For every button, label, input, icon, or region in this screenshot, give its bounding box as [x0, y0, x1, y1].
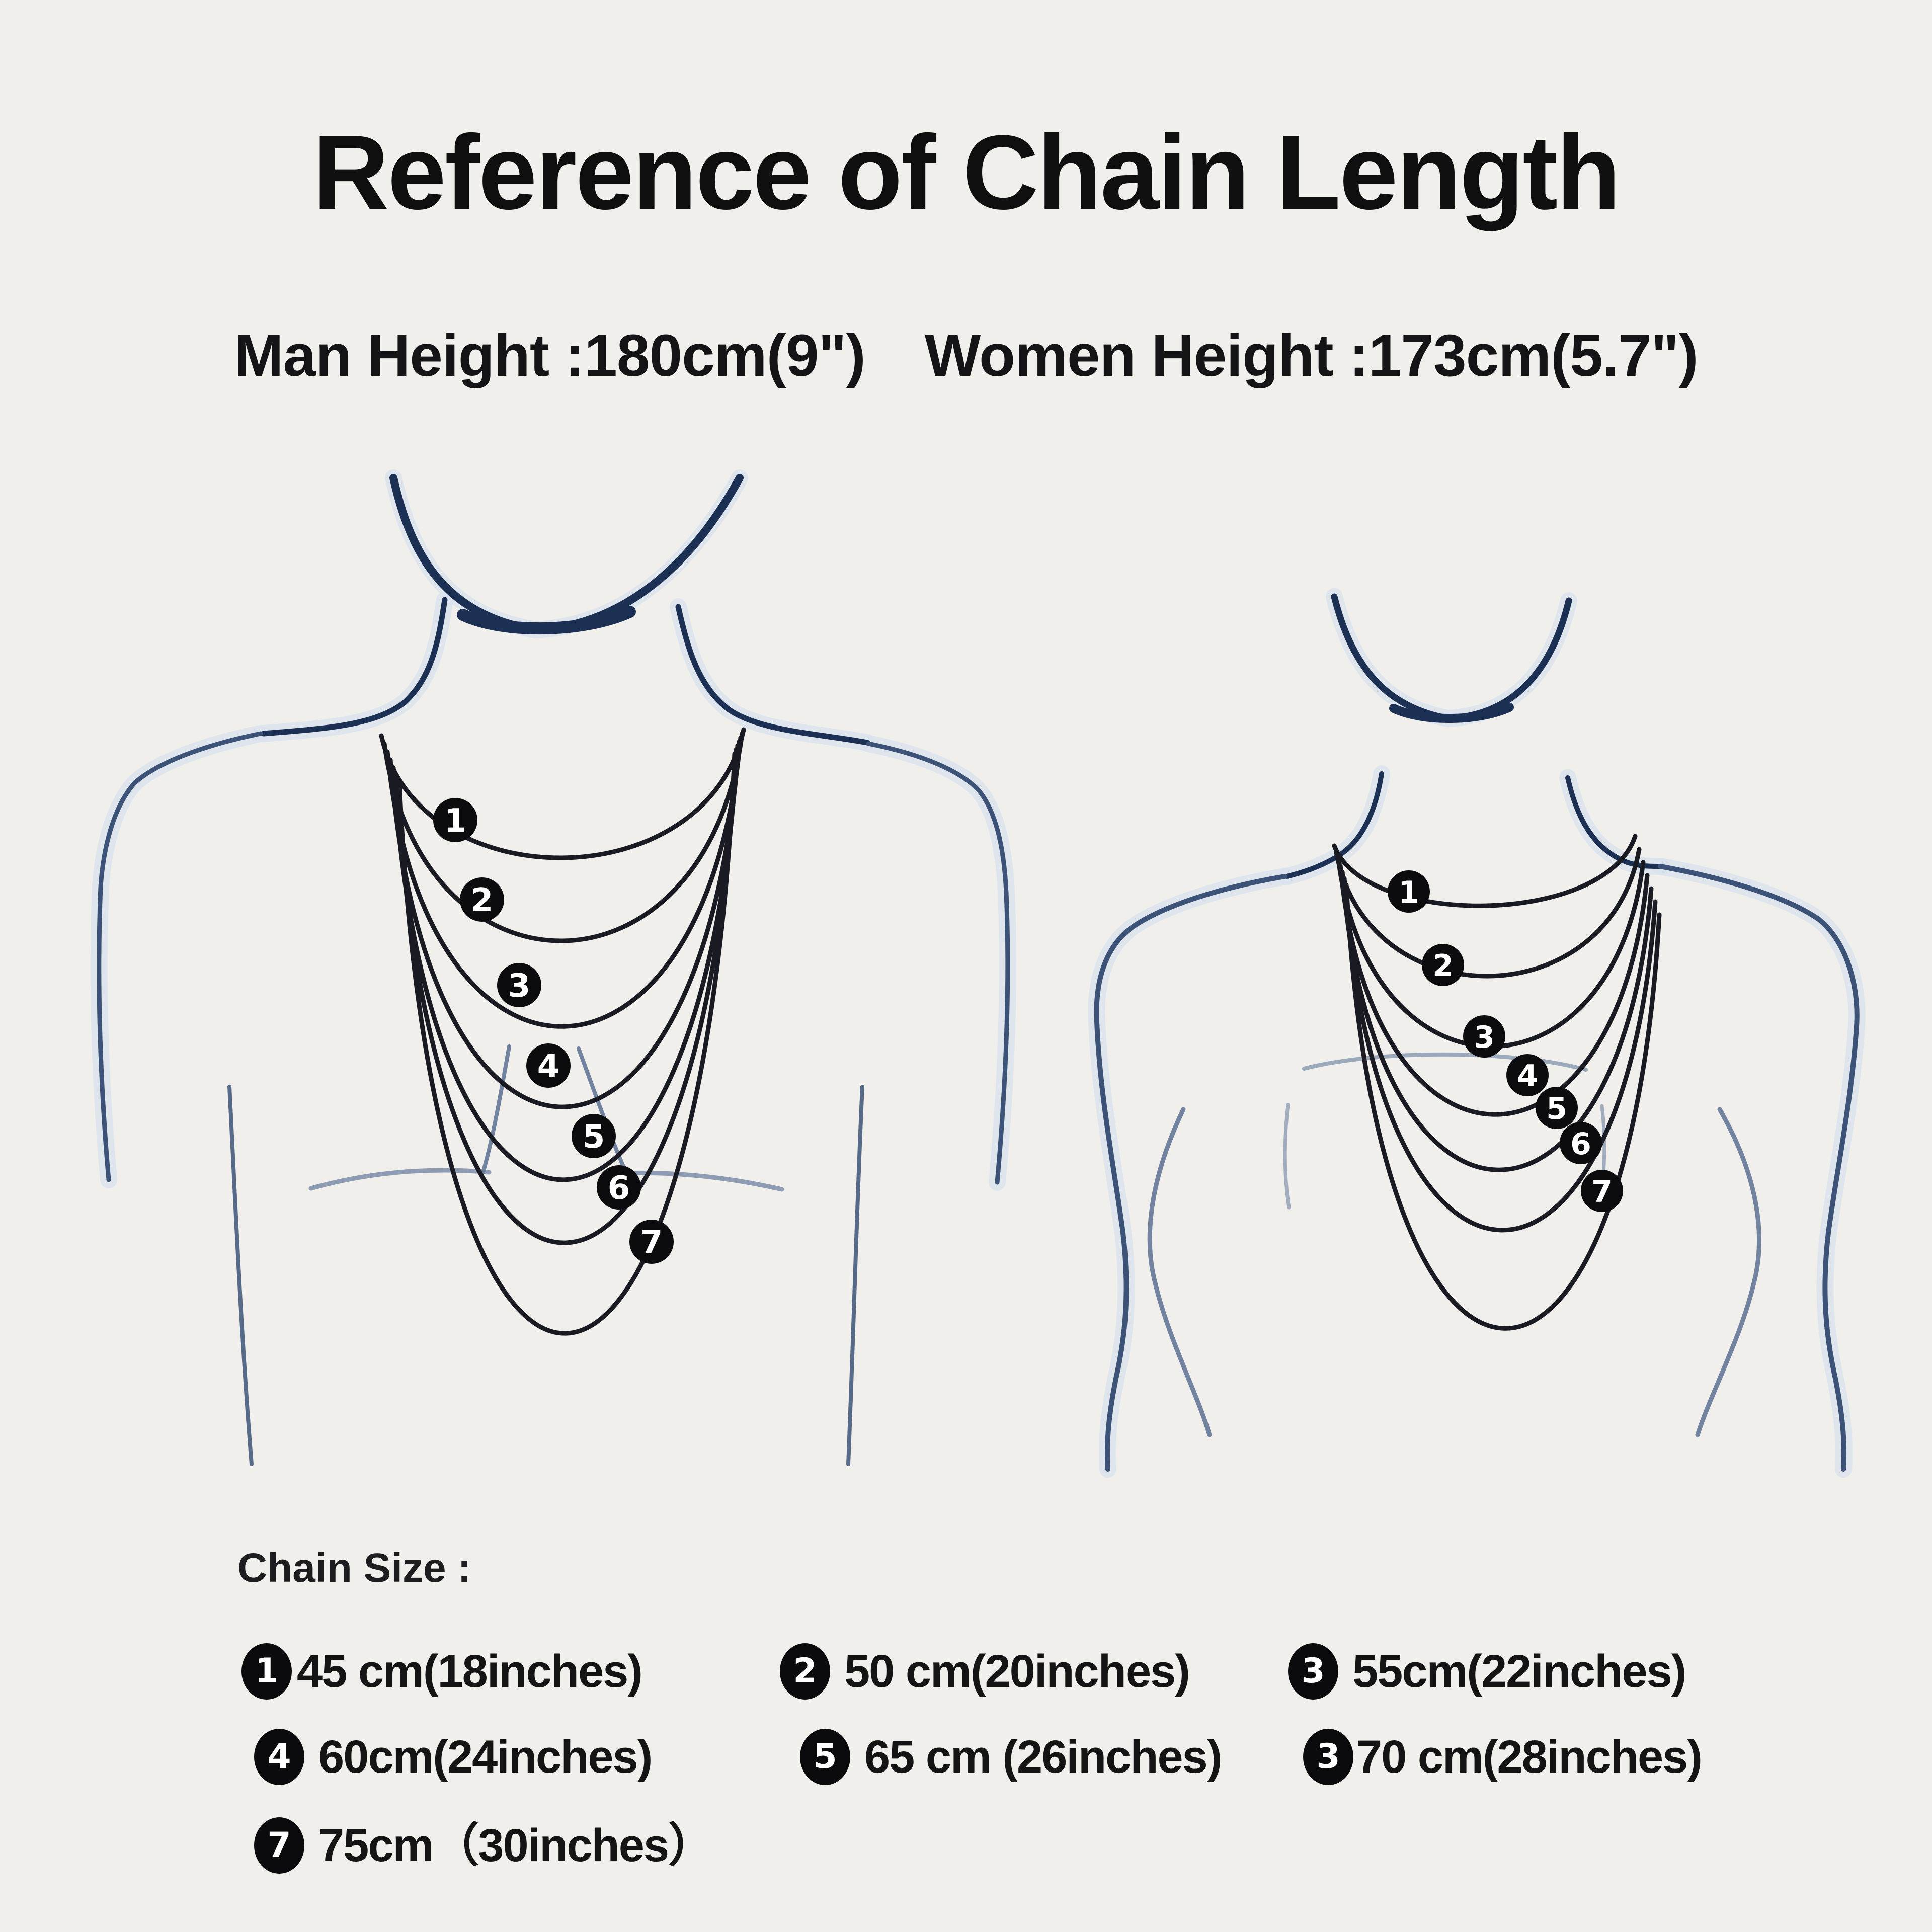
legend-badge-7: 7 [254, 1817, 304, 1874]
legend-label-65cm: 65 cm (26inches) [864, 1731, 1222, 1783]
legend-badge-6: 3 [1303, 1729, 1353, 1785]
woman-chin-line [1331, 593, 1572, 722]
woman-shoulder-arm-right [1658, 864, 1860, 1472]
man-shoulder-arm-left [97, 731, 263, 1182]
woman-figure: 1 2 3 4 5 6 7 [1088, 588, 1866, 1478]
man-chain-2 [382, 731, 745, 943]
legend-item-55cm: 3 55cm(22inches) [1288, 1643, 1686, 1700]
legend-item-45cm: 1 45 cm(18inches) [242, 1643, 643, 1700]
legend-label-50cm: 50 cm(20inches) [844, 1646, 1190, 1697]
man-chain-7 [397, 751, 737, 1336]
man-chain-badge-2: 2 [460, 877, 504, 922]
woman-chain-badge-5: 5 [1536, 1087, 1578, 1129]
legend-badge-4: 4 [254, 1729, 304, 1785]
man-chain-badge-7: 7 [629, 1220, 674, 1264]
svg-text:4: 4 [1517, 1059, 1538, 1094]
legend-label-45cm: 45 cm(18inches) [297, 1646, 643, 1697]
page-title: Reference of Chain Length [312, 113, 1621, 231]
woman-chain-badge-2: 2 [1422, 944, 1464, 986]
woman-chain-badge-6: 6 [1560, 1122, 1602, 1164]
woman-neck-left [1284, 771, 1384, 879]
man-armpit-right [846, 1085, 864, 1466]
legend-badge-2: 2 [780, 1643, 830, 1700]
man-chain-1 [379, 727, 746, 860]
man-chin-shadow [457, 606, 636, 635]
svg-text:2: 2 [1432, 948, 1454, 984]
svg-text:5: 5 [583, 1118, 605, 1156]
woman-waist-right [1695, 1107, 1761, 1437]
svg-text:5: 5 [1546, 1091, 1567, 1126]
man-neck-right [675, 604, 870, 746]
man-chest-line-right [620, 1170, 784, 1192]
svg-text:7: 7 [1591, 1174, 1613, 1210]
man-chain-badge-5: 5 [572, 1114, 616, 1158]
svg-text:3: 3 [508, 968, 531, 1005]
woman-chain-7 [1344, 882, 1662, 1331]
svg-text:7: 7 [640, 1224, 663, 1261]
man-chain-5 [391, 743, 740, 1182]
man-chain-badge-6: 6 [597, 1165, 641, 1210]
legend-item-60cm: 4 60cm(24inches) [254, 1729, 653, 1785]
svg-text:2: 2 [471, 882, 494, 919]
man-chain-6 [394, 747, 739, 1245]
svg-text:4: 4 [537, 1048, 560, 1085]
subtitle: Man Height :180cm(9") Women Height :173c… [0, 326, 1932, 385]
woman-chain-badge-4: 4 [1506, 1054, 1549, 1096]
woman-chain-badge-3: 3 [1463, 1015, 1505, 1058]
man-sternum-left [481, 1044, 511, 1174]
svg-text:6: 6 [1570, 1126, 1591, 1162]
woman-chain-2 [1334, 847, 1642, 979]
legend-item-75cm: 7 75cm（30inches） [254, 1817, 714, 1874]
subtitle-man-height: Man Height :180cm(9") [234, 323, 866, 389]
svg-text:6: 6 [608, 1170, 630, 1207]
woman-shoulder-arm-left [1094, 874, 1287, 1472]
man-figure: 1 2 3 4 5 6 7 [90, 469, 1016, 1466]
legend-item-65cm: 5 65 cm (26inches) [800, 1729, 1222, 1785]
man-chain-4 [388, 739, 742, 1109]
man-sternum-right [577, 1046, 628, 1174]
subtitle-women-height: Women Height :173cm(5.7") [924, 323, 1699, 389]
legend-label-70cm: 70 cm(28inches) [1356, 1731, 1703, 1783]
woman-chain-6 [1342, 876, 1658, 1233]
legend-badge-5: 5 [800, 1729, 850, 1785]
legend-badge-3: 3 [1288, 1643, 1338, 1700]
man-neck-left [261, 597, 448, 737]
man-chain-badge-3: 3 [497, 963, 541, 1007]
man-chain-3 [385, 735, 743, 1029]
woman-chin-shadow [1389, 703, 1514, 723]
woman-waist-left [1147, 1107, 1212, 1437]
woman-chain-badge-7: 7 [1581, 1170, 1623, 1212]
svg-text:1: 1 [444, 802, 467, 840]
svg-text:1: 1 [1398, 875, 1419, 910]
man-shoulder-arm-right [866, 741, 1010, 1185]
woman-chain-badge-1: 1 [1388, 870, 1430, 913]
woman-chain-1 [1332, 834, 1638, 908]
legend-item-70cm: 3 70 cm(28inches) [1303, 1729, 1703, 1785]
woman-bust-line [1302, 1052, 1588, 1072]
woman-bust-side-left [1283, 1103, 1291, 1210]
man-chain-badge-1: 1 [433, 798, 477, 842]
man-chest-line-left [308, 1168, 492, 1191]
woman-chain-4 [1338, 863, 1650, 1117]
woman-neck-right [1565, 775, 1663, 869]
woman-chain-5 [1340, 869, 1654, 1172]
legend-label-75cm: 75cm（30inches） [318, 1820, 714, 1871]
legend-label-60cm: 60cm(24inches) [318, 1731, 653, 1783]
legend-heading: Chain Size : [237, 1545, 471, 1591]
svg-text:3: 3 [1474, 1020, 1495, 1055]
man-armpit-left [227, 1085, 254, 1466]
legend-label-55cm: 55cm(22inches) [1352, 1646, 1686, 1697]
legend-item-50cm: 2 50 cm(20inches) [780, 1643, 1190, 1700]
legend-badge-1: 1 [242, 1643, 292, 1700]
man-chain-badge-4: 4 [526, 1043, 571, 1088]
